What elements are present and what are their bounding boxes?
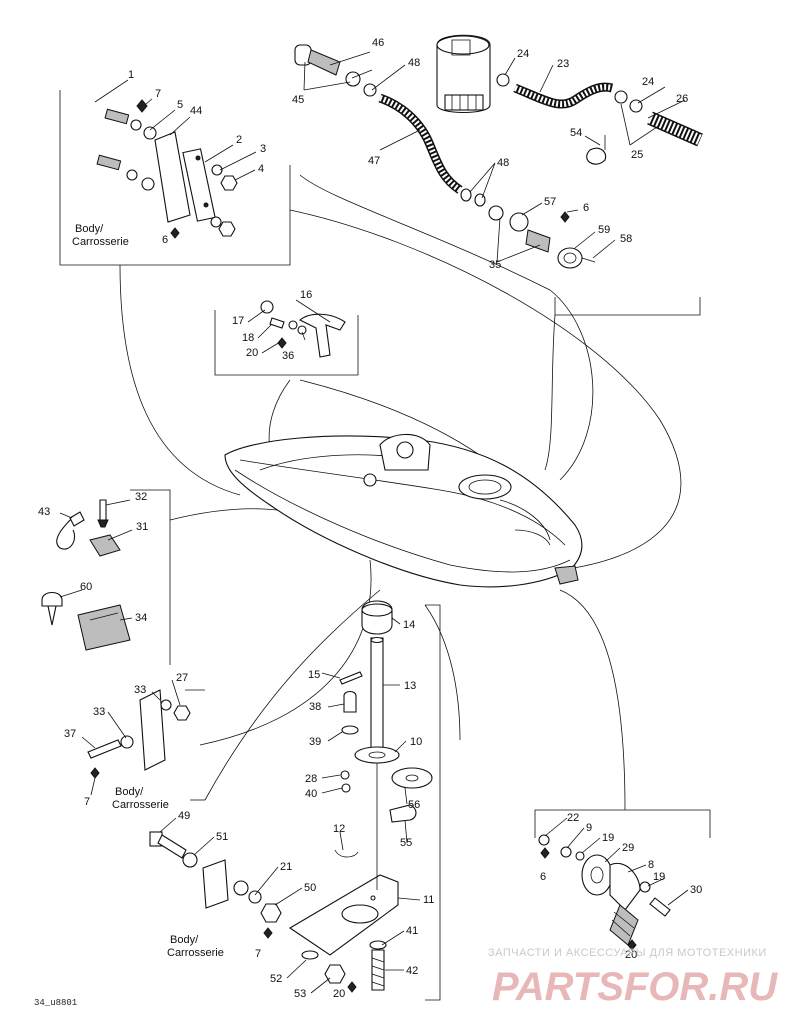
callout-6-left: 6 [162, 234, 168, 246]
callout-17: 17 [232, 315, 244, 327]
drain-hose-assembly [294, 44, 596, 269]
callout-frames [59, 90, 711, 1001]
callout-44: 44 [190, 105, 202, 117]
callout-42: 42 [406, 965, 418, 977]
callout-5: 5 [177, 99, 183, 111]
cable-clip-set [41, 499, 131, 651]
callout-6-right: 6 [583, 202, 589, 214]
callout-33-low: 33 [93, 706, 105, 718]
callout-9: 9 [586, 822, 592, 834]
callout-23: 23 [557, 58, 569, 70]
vent-fitting-assembly [538, 834, 671, 951]
body-label-2-line2: Carrosserie [112, 799, 169, 811]
callout-56: 56 [408, 799, 420, 811]
bilge-pump-assembly [436, 34, 703, 165]
callout-38: 38 [309, 701, 321, 713]
callout-46: 46 [372, 37, 384, 49]
callout-24-left: 24 [517, 48, 529, 60]
callout-53: 53 [294, 988, 306, 1000]
callout-36: 36 [282, 350, 294, 362]
body-label-3-line2: Carrosserie [167, 947, 224, 959]
u-bolt-assembly [63, 99, 238, 239]
watermark-brand: PARTSFOR.RU [492, 965, 778, 1009]
callout-3: 3 [260, 143, 266, 155]
callout-41: 41 [406, 925, 418, 937]
seat-latch-bracket [260, 300, 346, 358]
watermark-tagline: ЗАПЧАСТИ И АКСЕССУАРЫ ДЛЯ МОТОТЕХНИКИ [488, 947, 767, 959]
callout-2: 2 [236, 134, 242, 146]
callout-11: 11 [423, 894, 434, 906]
callout-7-mid: 7 [84, 796, 90, 808]
callout-10: 10 [410, 736, 422, 748]
callout-15: 15 [308, 669, 320, 681]
callout-32: 32 [135, 491, 147, 503]
callout-6-low: 6 [540, 871, 546, 883]
callout-29: 29 [622, 842, 634, 854]
callout-59: 59 [598, 224, 610, 236]
callout-16: 16 [300, 289, 312, 301]
callout-30: 30 [690, 884, 702, 896]
callout-14: 14 [403, 619, 415, 631]
callout-47: 47 [368, 155, 380, 167]
callout-60: 60 [80, 581, 92, 593]
callout-51: 51 [216, 831, 228, 843]
callout-52: 52 [270, 973, 282, 985]
callout-50: 50 [304, 882, 316, 894]
callout-55: 55 [400, 837, 412, 849]
body-labels: Body/ Carrosserie Body/ Carrosserie Body… [72, 223, 224, 959]
callout-7-top: 7 [155, 88, 161, 100]
callout-31: 31 [136, 521, 148, 533]
body-label-2-line1: Body/ [115, 786, 144, 798]
callout-26: 26 [676, 93, 688, 105]
callout-33-top: 33 [134, 684, 146, 696]
drawing-code: 34_u8801 [34, 998, 77, 1008]
callout-20-mid: 20 [246, 347, 258, 359]
callout-48-mid: 48 [497, 157, 509, 169]
callout-37: 37 [64, 728, 76, 740]
callout-19-low: 19 [653, 871, 665, 883]
callout-39: 39 [309, 736, 321, 748]
callout-18: 18 [242, 332, 254, 344]
callout-8: 8 [648, 859, 654, 871]
callout-35: 35 [489, 259, 501, 271]
callout-21: 21 [280, 861, 292, 873]
callout-48-top: 48 [408, 57, 420, 69]
callout-24-right: 24 [642, 76, 654, 88]
callout-49: 49 [178, 810, 190, 822]
callout-20-bottom: 20 [333, 988, 345, 1000]
body-label-1-line1: Body/ [75, 223, 104, 235]
callout-54: 54 [570, 127, 582, 139]
watercraft-hull [224, 433, 583, 588]
body-label-1-line2: Carrosserie [72, 236, 129, 248]
body-label-3-line1: Body/ [170, 934, 199, 946]
callout-12: 12 [333, 823, 345, 835]
callout-22: 22 [567, 812, 579, 824]
callout-25: 25 [631, 149, 643, 161]
callout-leaders [59, 51, 689, 994]
callout-57: 57 [544, 196, 556, 208]
callout-19-top: 19 [602, 832, 614, 844]
callout-45: 45 [292, 94, 304, 106]
callout-40: 40 [305, 788, 317, 800]
callout-27: 27 [176, 672, 188, 684]
callout-1: 1 [128, 69, 134, 81]
watermark: ЗАПЧАСТИ И АКСЕССУАРЫ ДЛЯ МОТОТЕХНИКИ PA… [488, 947, 778, 1009]
callout-28: 28 [305, 773, 317, 785]
callout-43: 43 [38, 506, 50, 518]
bolt-set-49 [149, 831, 282, 939]
callout-20-low: 20 [625, 949, 637, 961]
mounting-bracket-33 [87, 689, 191, 779]
callout-7-low: 7 [255, 948, 261, 960]
callout-34: 34 [135, 612, 147, 624]
callout-4: 4 [258, 163, 264, 175]
callout-numbers: 1 2 3 4 5 44 6 7 16 17 18 20 36 45 46 47… [38, 37, 702, 1000]
callout-13: 13 [404, 680, 416, 692]
steering-column-assembly [288, 600, 433, 993]
callout-58: 58 [620, 233, 632, 245]
